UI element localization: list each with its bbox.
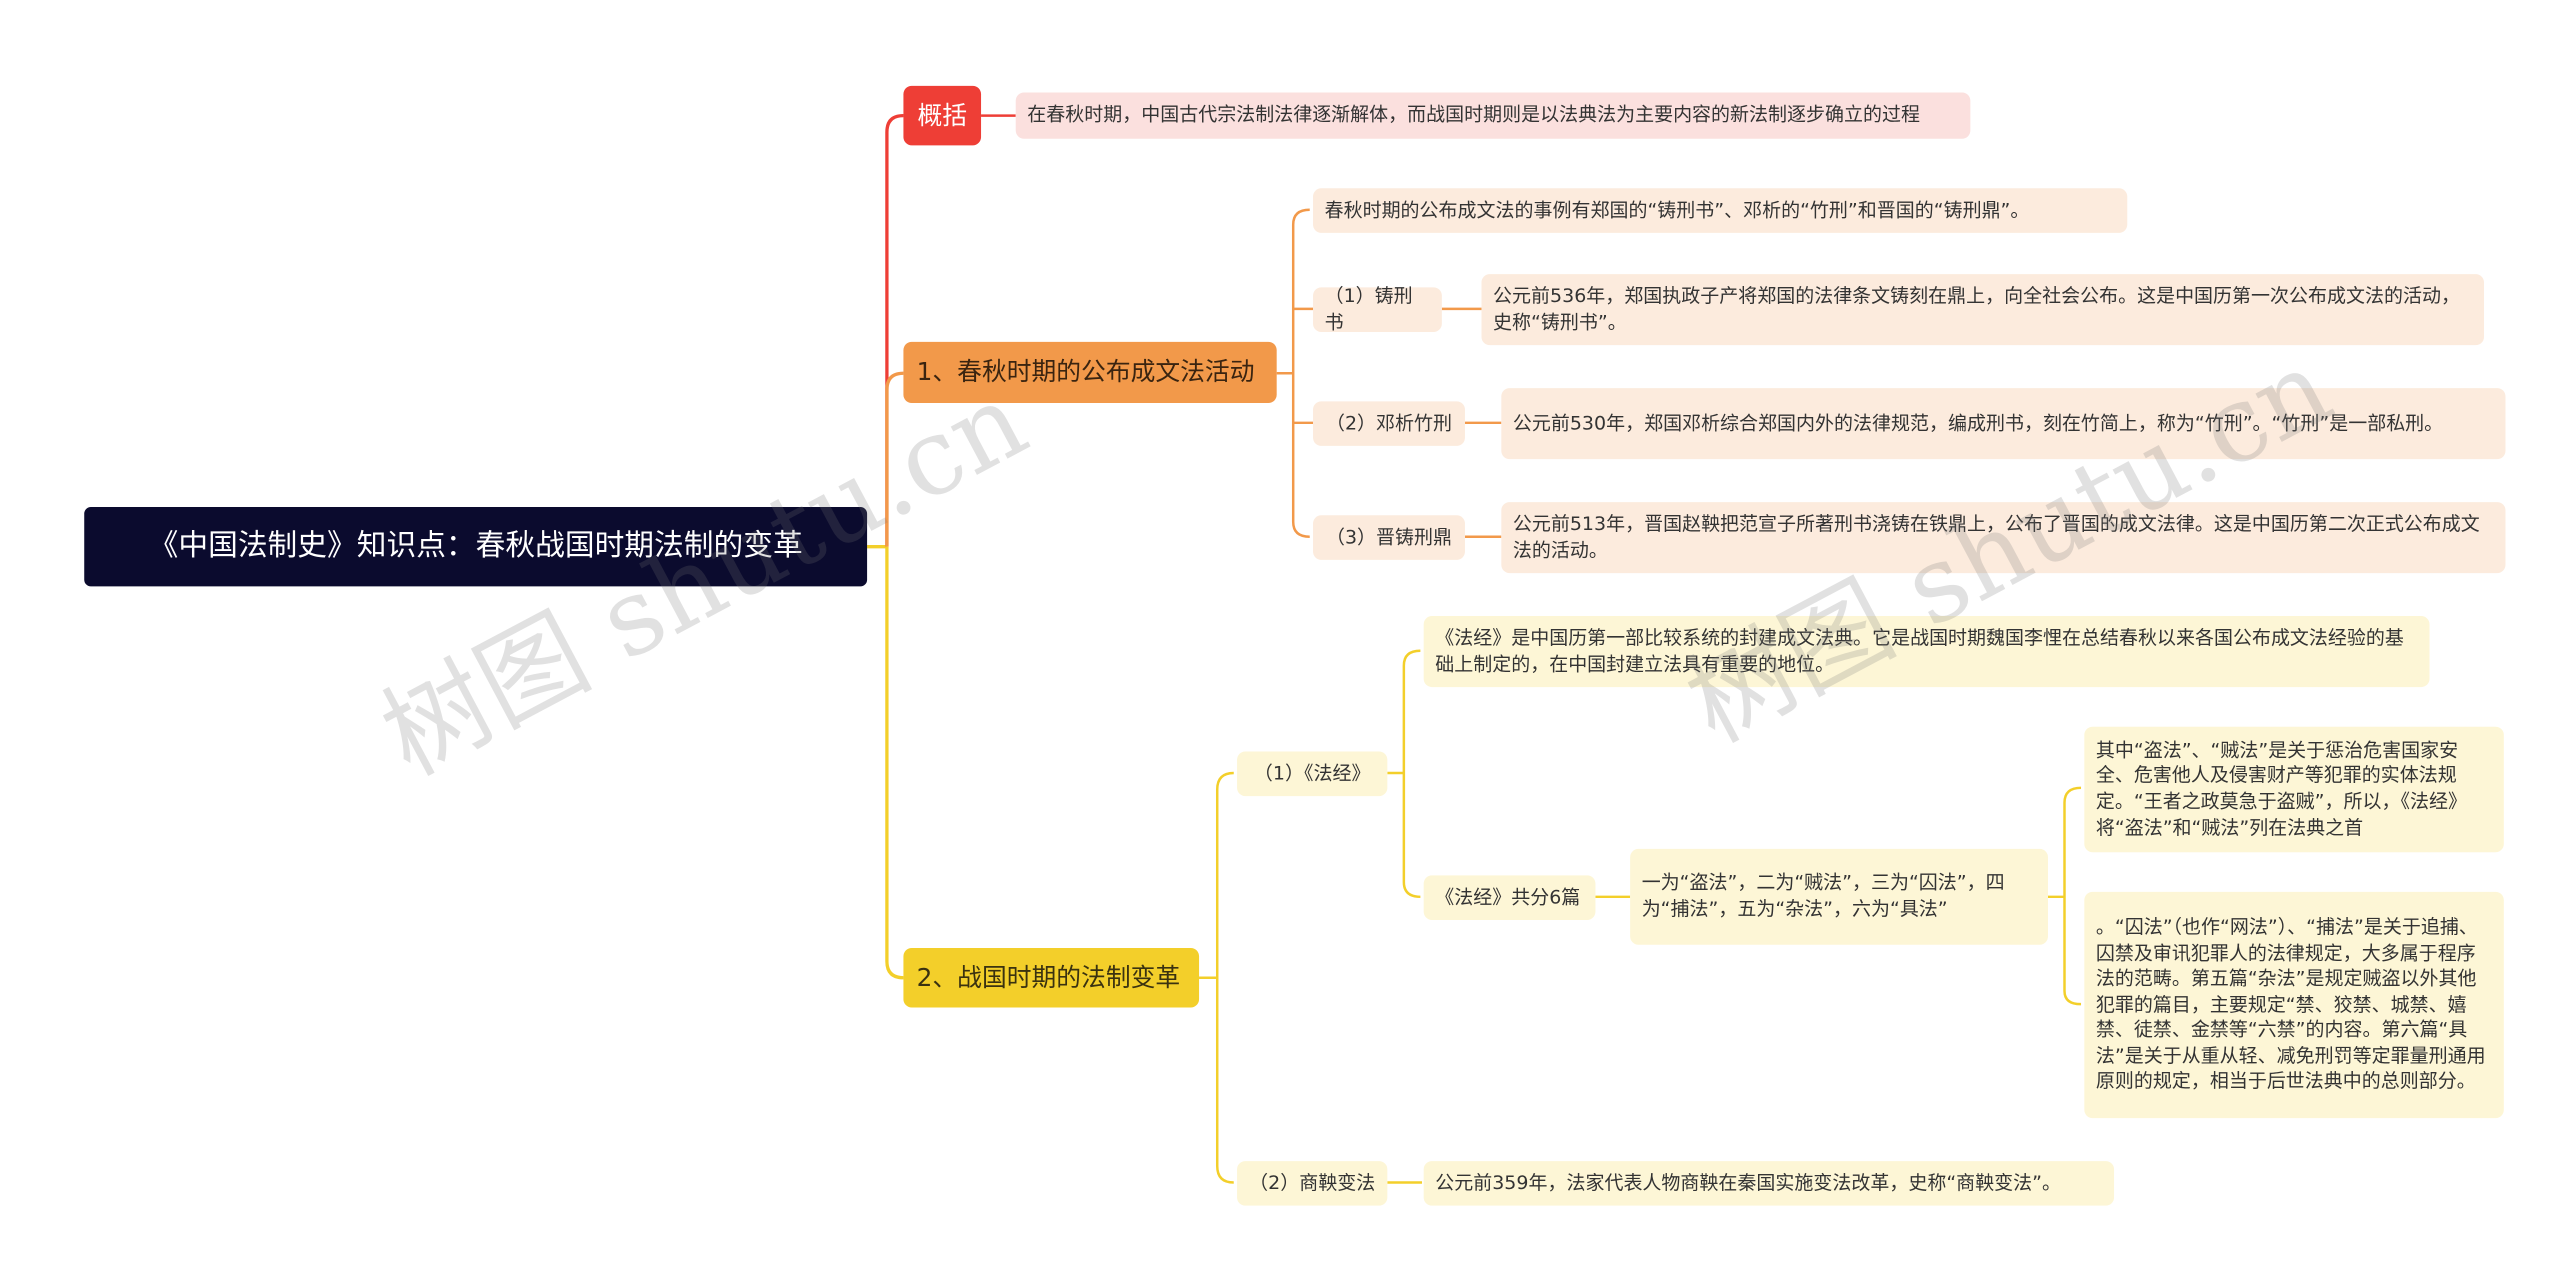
- fajing-six-text[interactable]: 一为“盗法”，二为“贼法”，三为“囚法”，四为“捕法”，五为“杂法”，六为“具法…: [1630, 848, 2048, 945]
- fajing-intro[interactable]: 《法经》是中国历第一部比较系统的封建成文法典。它是战国时期魏国李悝在总结春秋以来…: [1423, 616, 2430, 688]
- fajing-six-label[interactable]: 《法经》共分6篇: [1423, 875, 1596, 920]
- link-root-to-summary: [885, 113, 904, 547]
- fajing-detail2[interactable]: 。“囚法”（也作“网法”）、“捕法”是关于追捕、囚禁及审讯犯罪人的法律规定，大多…: [2084, 891, 2504, 1119]
- root-topic[interactable]: 《中国法制史》知识点：春秋战国时期法制的变革: [84, 507, 868, 587]
- link-fajing-spine: [1387, 649, 1421, 899]
- link-root-to-branch2: [885, 546, 904, 980]
- branch1-item2-text[interactable]: 公元前530年，郑国邓析综合郑国内外的法律规范，编成刑书，刻在竹简上，称为“竹刑…: [1501, 388, 2506, 460]
- link-six-details: [2047, 786, 2082, 1006]
- shangyang-text[interactable]: 公元前359年，法家代表人物商鞅在秦国实施变法改革，史称“商鞅变法”。: [1423, 1161, 2115, 1206]
- branch1-item2-label[interactable]: （2）邓析竹刑: [1313, 401, 1465, 446]
- branch1-node[interactable]: 1、春秋时期的公布成文法活动: [903, 341, 1277, 403]
- shangyang-label[interactable]: （2）商鞅变法: [1237, 1161, 1388, 1206]
- fajing-detail1[interactable]: 其中“盗法”、“贼法”是关于惩治危害国家安全、危害他人及侵害财产等犯罪的实体法规…: [2084, 726, 2504, 853]
- branch2-node[interactable]: 2、战国时期的法制变革: [903, 948, 1200, 1008]
- link-b1-spine: [1276, 208, 1310, 539]
- branch1-intro[interactable]: 春秋时期的公布成文法的事例有郑国的“铸刑书”、邓析的“竹刑”和晋国的“铸刑鼎”。: [1313, 188, 2128, 233]
- branch1-item1-text[interactable]: 公元前536年，郑国执政子产将郑国的法律条文铸刻在鼎上，向全社会公布。这是中国历…: [1481, 274, 2485, 346]
- link-b2-spine: [1199, 771, 1234, 1184]
- branch1-item3-text[interactable]: 公元前513年，晋国赵鞅把范宣子所著刑书浇铸在铁鼎上，公布了晋国的成文法律。这是…: [1501, 502, 2506, 574]
- fajing-label[interactable]: （1）《法经》: [1237, 751, 1388, 797]
- summary-text[interactable]: 在春秋时期，中国古代宗法制法律逐渐解体，而战国时期则是以法典法为主要内容的新法制…: [1015, 92, 1971, 139]
- summary-node[interactable]: 概括: [903, 85, 982, 146]
- link-root-to-branch1: [885, 371, 904, 547]
- branch1-item3-label[interactable]: （3）晋铸刑鼎: [1313, 515, 1465, 560]
- branch1-item1-label[interactable]: （1）铸刑书: [1313, 284, 1442, 333]
